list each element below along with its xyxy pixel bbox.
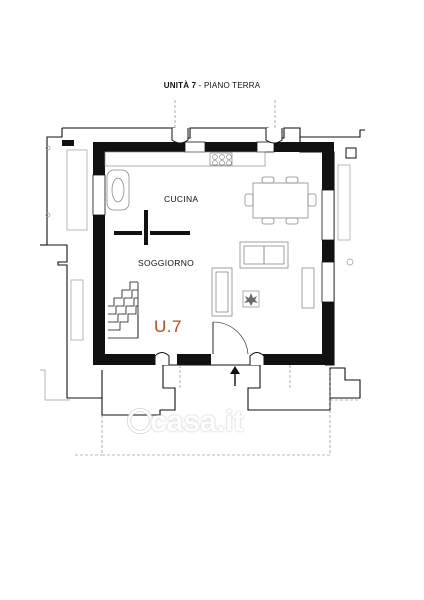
sofa [211,241,315,317]
kitchen-counter [104,151,266,167]
columns [154,128,283,365]
unit-code: U.7 [154,317,182,336]
plan-title-separator: - [196,81,204,90]
unit-walls [62,140,334,365]
entrance-arrow-icon [230,366,240,386]
watermark-text: casa.it [150,405,244,438]
watermark-logo-icon [127,408,153,434]
plan-title-unit: UNITÀ 7 [163,81,197,90]
neighbour-furniture [40,145,357,401]
room-label-kitchen: CUCINA [164,194,199,204]
plant-icon [242,290,260,308]
windows [92,141,335,303]
staircase [108,281,139,339]
plan-title-floor: PIANO TERRA [203,81,261,90]
bathtub [106,169,130,211]
entrance-door [212,321,249,355]
room-label-living: SOGGIORNO [138,258,195,268]
dining-table [244,176,317,225]
exterior-walls [40,127,365,416]
property-lines [75,100,360,456]
plan-title: UNITÀ 7 - PIANO TERRA [0,81,424,90]
